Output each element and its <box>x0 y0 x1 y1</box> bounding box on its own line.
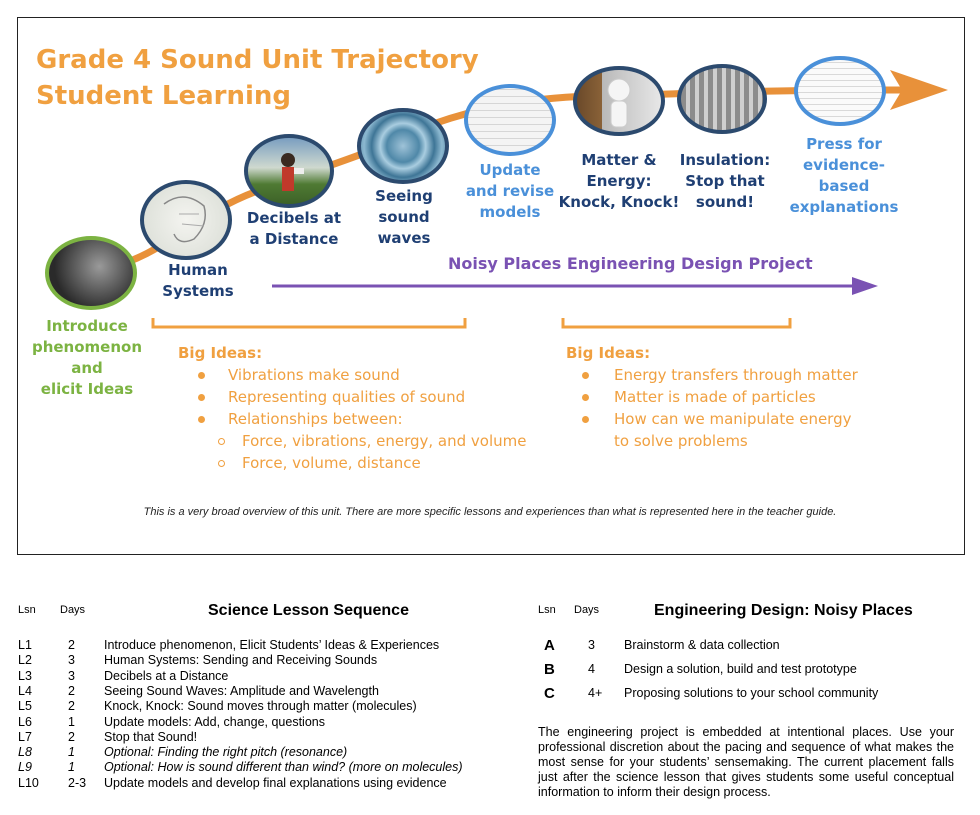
big-idea-right-item: Matter is made of particles <box>614 388 816 406</box>
big-idea-left-item: Vibrations make sound <box>228 366 400 384</box>
science-row-lsn: L1 <box>18 638 32 652</box>
sub-bullet-icon <box>218 460 225 467</box>
megaphone-person-icon <box>244 134 334 208</box>
science-table-title: Science Lesson Sequence <box>208 602 409 619</box>
science-row-lsn: L7 <box>18 730 32 744</box>
sub-bullet-icon <box>218 438 225 445</box>
stage-label-matter-energy: Matter &Energy:Knock, Knock! <box>558 151 680 211</box>
model-sheets-icon <box>464 84 556 156</box>
science-row-lsn: L4 <box>18 684 32 698</box>
science-row-days: 2 <box>68 699 75 713</box>
explanation-sheet-icon <box>794 56 886 126</box>
eng-row-days: 4+ <box>588 686 603 700</box>
trajectory-arrowhead <box>890 70 948 110</box>
figure-sketch <box>607 78 631 128</box>
water-ripple-icon <box>357 108 449 184</box>
project-label: Noisy Places Engineering Design Project <box>448 254 813 273</box>
eng-row-desc: Brainstorm & data collection <box>624 638 780 652</box>
eng-row-days: 3 <box>588 638 595 652</box>
big-idea-left-subitem: Force, volume, distance <box>242 454 421 472</box>
eng-row-desc: Design a solution, build and test protot… <box>624 662 857 676</box>
science-row-lsn: L6 <box>18 715 32 729</box>
eng-row-letter: B <box>544 661 555 678</box>
science-row-lsn: L2 <box>18 653 32 667</box>
science-row-desc: Knock, Knock: Sound moves through matter… <box>104 699 417 713</box>
eng-row-days: 4 <box>588 662 595 676</box>
phenomenon-photo-icon <box>45 236 137 310</box>
knocking-figure-icon <box>573 66 665 136</box>
science-row-days: 2 <box>68 730 75 744</box>
science-row-lsn: L8 <box>18 745 32 759</box>
science-row-days: 1 <box>68 715 75 729</box>
title-line-1: Grade 4 Sound Unit Trajectory <box>36 45 479 75</box>
big-idea-left-item: Relationships between: <box>228 410 403 428</box>
eng-row-letter: C <box>544 685 555 702</box>
big-idea-right-item-cont: to solve problems <box>614 432 748 450</box>
eng-col-lsn: Lsn <box>538 604 556 616</box>
big-idea-right-item: Energy transfers through matter <box>614 366 858 384</box>
big-ideas-bracket-right <box>561 318 792 329</box>
science-row-desc: Optional: Finding the right pitch (reson… <box>104 745 348 759</box>
science-row-desc: Optional: How is sound different than wi… <box>104 760 463 774</box>
title-line-2: Student Learning <box>36 81 292 111</box>
big-ideas-left-title: Big Ideas: <box>178 344 263 362</box>
bullet-icon <box>198 416 205 423</box>
human-anatomy-icon <box>140 180 232 260</box>
science-row-lsn: L9 <box>18 760 32 774</box>
bullet-icon <box>582 394 589 401</box>
bullet-icon <box>582 416 589 423</box>
science-row-lsn: L5 <box>18 699 32 713</box>
eng-row-letter: A <box>544 637 555 654</box>
trajectory-frame <box>17 17 965 555</box>
overview-note: This is a very broad overview of this un… <box>143 506 837 518</box>
science-row-desc: Seeing Sound Waves: Amplitude and Wavele… <box>104 684 379 698</box>
engineering-note: The engineering project is embedded at i… <box>538 725 954 799</box>
science-row-days: 3 <box>68 653 75 667</box>
big-idea-right-item: How can we manipulate energy <box>614 410 852 428</box>
science-row-desc: Introduce phenomenon, Elicit Students’ I… <box>104 638 440 652</box>
science-row-desc: Human Systems: Sending and Receiving Sou… <box>104 653 378 667</box>
page-title: Grade 4 Sound Unit Trajectory Student Le… <box>36 42 479 114</box>
science-row-days: 2 <box>68 684 75 698</box>
bullet-icon <box>198 372 205 379</box>
anatomy-sketch <box>163 196 206 243</box>
science-row-days: 3 <box>68 669 75 683</box>
big-idea-left-subitem: Force, vibrations, energy, and volume <box>242 432 527 450</box>
big-ideas-bracket-left <box>151 318 467 329</box>
science-row-days: 2 <box>68 638 75 652</box>
science-col-days: Days <box>60 604 86 616</box>
science-row-desc: Decibels at a Distance <box>104 669 229 683</box>
bullet-icon <box>198 394 205 401</box>
project-arrowhead <box>852 277 878 295</box>
bullet-icon <box>582 372 589 379</box>
person-sketch <box>281 153 304 191</box>
science-col-lsn: Lsn <box>18 604 36 616</box>
big-idea-left-item: Representing qualities of sound <box>228 388 466 406</box>
science-row-days: 1 <box>68 745 75 759</box>
eng-col-days: Days <box>574 604 600 616</box>
science-row-desc: Update models and develop final explanat… <box>104 776 447 790</box>
eng-table-title: Engineering Design: Noisy Places <box>654 602 913 619</box>
science-row-desc: Stop that Sound! <box>104 730 198 744</box>
eng-row-desc: Proposing solutions to your school commu… <box>624 686 879 700</box>
science-row-lsn: L10 <box>18 776 39 790</box>
science-row-days: 1 <box>68 760 75 774</box>
insulation-panel-icon <box>677 64 767 134</box>
big-ideas-right-title: Big Ideas: <box>566 344 651 362</box>
science-row-days: 2-3 <box>68 776 87 790</box>
science-row-lsn: L3 <box>18 669 32 683</box>
science-row-desc: Update models: Add, change, questions <box>104 715 325 729</box>
